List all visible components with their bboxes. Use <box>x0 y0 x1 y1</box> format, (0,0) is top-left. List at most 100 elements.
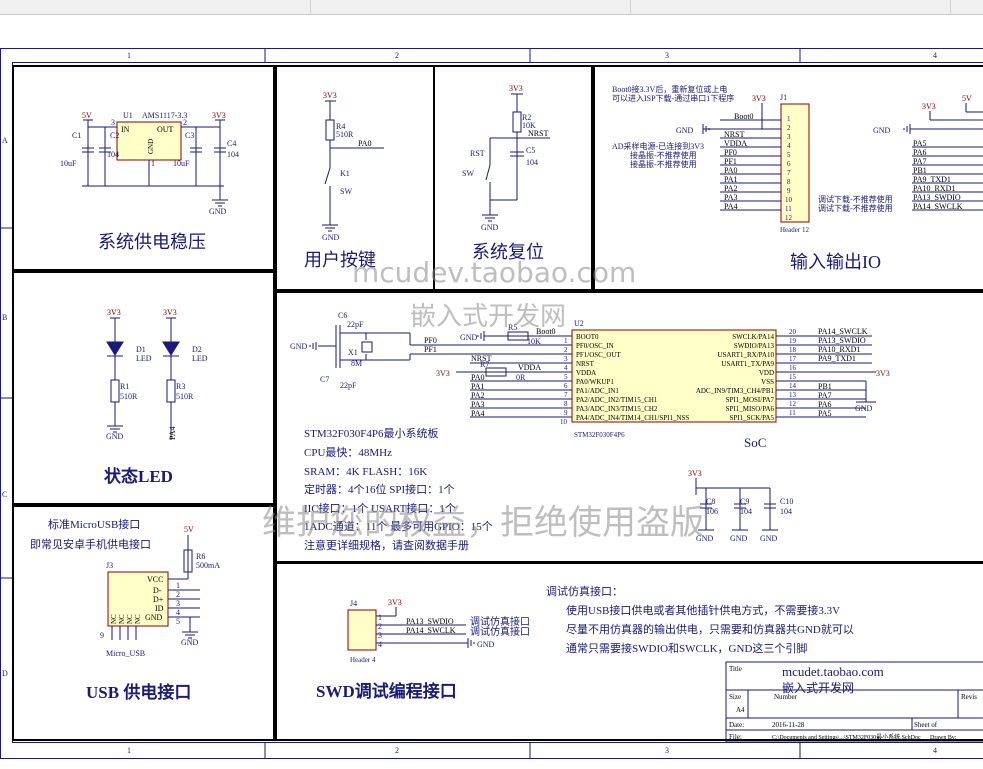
usb-num-1: 1 <box>176 581 180 590</box>
k1-designator: K1 <box>340 169 350 178</box>
u2-lnum-6: 6 <box>564 382 568 390</box>
soc-nrst-net: NRST <box>471 354 492 363</box>
u1-designator: U1 <box>123 111 133 120</box>
r4-designator: R4 <box>336 122 345 131</box>
soc-vss-gnd: GND <box>855 404 873 413</box>
d2-type: LED <box>192 354 208 363</box>
led-labels: 3V3 3V3 D1 LED D2 LED R1 510R R3 510R GN… <box>106 308 208 441</box>
swd-port-label-2: 调试仿真接口 <box>470 625 530 638</box>
soc-circuit <box>309 325 876 531</box>
border-labels: 1 2 3 4 1 2 3 4 A B C D <box>2 51 937 755</box>
u2-lnum-1: 1 <box>564 337 568 345</box>
soc-boot0-net: Boot0 <box>536 327 556 336</box>
u2-rpin-17: USART1_TX/PA9 <box>721 360 774 368</box>
u2-rpin-12: SPI1_MISO/PA6 <box>726 405 775 413</box>
u2-lpin-1: BOOT0 <box>576 333 599 341</box>
row-label-d: D <box>2 669 8 678</box>
io-section-title: 输入输出IO <box>790 252 881 272</box>
c10-designator: C10 <box>780 497 793 506</box>
u2-rpin-13: SPI1_MOSI/PA7 <box>726 396 775 404</box>
j4-pin-1: 1 <box>378 613 382 622</box>
tb-date-label: Date: <box>729 721 744 729</box>
k1-type: SW <box>340 187 352 196</box>
r1-value: 510R <box>120 392 138 401</box>
usb-pin-gnd: GND <box>145 613 163 622</box>
led-circuit <box>106 317 180 440</box>
io-3v3-label: 3V3 <box>752 94 766 103</box>
io-right-pa9: PA9_TXD1 <box>913 175 951 184</box>
io-note-adc: AD采样电源-已连接到3V3 <box>612 141 704 151</box>
d1-type: LED <box>136 354 152 363</box>
key-pa0-net: PA0 <box>358 139 372 148</box>
io-right-pa10: PA10_RXD1 <box>913 184 955 193</box>
io-net-pa0: PA0 <box>724 166 738 175</box>
rst-label: RST <box>470 149 485 158</box>
soc-vdda-net: VDDA <box>518 363 541 372</box>
soc-spec-list: STM32F030F4P6最小系统板 CPU最快：48MHz SRAM：4K F… <box>304 426 493 552</box>
key-section-title: 用户按键 <box>304 250 376 270</box>
c7-designator: C7 <box>320 375 329 384</box>
key-3v3-label: 3V3 <box>323 91 337 100</box>
col-label-1-bottom: 1 <box>127 746 131 755</box>
j1-pin-5: 5 <box>787 151 791 159</box>
led-section-title: 状态LED <box>104 466 173 486</box>
u2-lnum-8: 8 <box>564 400 568 408</box>
u2-rnum-13: 13 <box>789 391 797 399</box>
tb-drawn-label: Drawn By: <box>930 735 957 741</box>
u2-lpin-5: VDDA <box>576 369 596 377</box>
io-right-pa13: PA13_SWDIO <box>913 193 961 202</box>
swd-circuit <box>347 607 475 651</box>
io-net-pf0: PF0 <box>724 148 737 157</box>
c9-gnd: GND <box>730 534 748 543</box>
led2-3v3: 3V3 <box>163 308 177 317</box>
tb-title-value: mcudet.taobao.com <box>782 664 884 679</box>
io-gnd-label: GND <box>676 126 694 135</box>
u2-right-pin-numbers: 20 19 18 17 16 15 14 13 12 11 <box>789 328 797 417</box>
col-label-1: 1 <box>127 51 131 60</box>
u2-rpin-18: USART1_RX/PA10 <box>717 351 774 359</box>
r4-value: 510R <box>336 130 354 139</box>
title-block-fields: Title mcudet.taobao.com 嵌入式开发网 Size Numb… <box>729 664 977 741</box>
d2-designator: D2 <box>192 345 202 354</box>
soc-labels: C6 22pF C7 22pF X1 8M GND PF0 PF1 R5 10K… <box>290 311 890 543</box>
usb-desc-2: 即常见安卓手机供电接口 <box>30 537 151 551</box>
soc-net-pa10: PA10_RXD1 <box>818 345 860 354</box>
u1-pin3: 3 <box>111 118 115 127</box>
c4-value: 104 <box>227 150 239 159</box>
c1-designator: C1 <box>72 131 81 140</box>
usb-nc-1: NC <box>110 614 118 624</box>
io-note-xtal1: 接晶振-不推荐使用 <box>630 150 697 160</box>
col-label-4: 4 <box>933 51 937 60</box>
u2-left-pin-names: BOOT0 PF0/OSC_IN PF1/OSC_OUT NRST VDDA P… <box>576 333 689 422</box>
spec-line-7: 注意更详细规格，请查阅数据手册 <box>304 538 469 552</box>
r1-designator: R1 <box>120 382 129 391</box>
swd-net-pa14: PA14_SWCLK <box>406 626 456 635</box>
c10-gnd: GND <box>760 534 778 543</box>
j4-pin-4: 4 <box>378 640 382 649</box>
spec-line-2: CPU最快：48MHz <box>304 446 392 459</box>
usb-section-title: USB 供电接口 <box>86 682 191 702</box>
usb-pin-dminus: D- <box>153 586 162 595</box>
u2-rpin-16: VDD <box>759 369 774 377</box>
u2-rnum-18: 18 <box>789 346 797 354</box>
soc-net-pa5: PA5 <box>818 409 832 418</box>
r7-value: 0R <box>516 373 526 382</box>
io-net-pa3: PA3 <box>724 193 738 202</box>
u2-rnum-14: 14 <box>789 382 797 390</box>
io-right-3v3: 3V3 <box>922 102 936 111</box>
swd-3v3-label: 3V3 <box>388 598 402 607</box>
io-net-pf1: PF1 <box>724 157 737 166</box>
tb-file-value: C:\Documents and Settings\...\STM32F030最… <box>772 733 921 741</box>
usb-num-4: 4 <box>176 608 180 617</box>
spec-line-4: 定时器：4个16位 SPI接口：1个 <box>304 482 455 496</box>
c7-value: 22pF <box>340 381 357 390</box>
led-gnd-label: GND <box>106 432 124 441</box>
soc-net-pa7: PA7 <box>818 391 832 400</box>
c2-value: 104 <box>107 150 119 159</box>
io-right-pa7: PA7 <box>913 157 927 166</box>
d1-designator: D1 <box>136 345 146 354</box>
soc-net-pa6: PA6 <box>818 400 832 409</box>
title-block <box>725 661 983 743</box>
r3-designator: R3 <box>176 382 185 391</box>
usb-gnd-label: GND <box>181 638 199 647</box>
